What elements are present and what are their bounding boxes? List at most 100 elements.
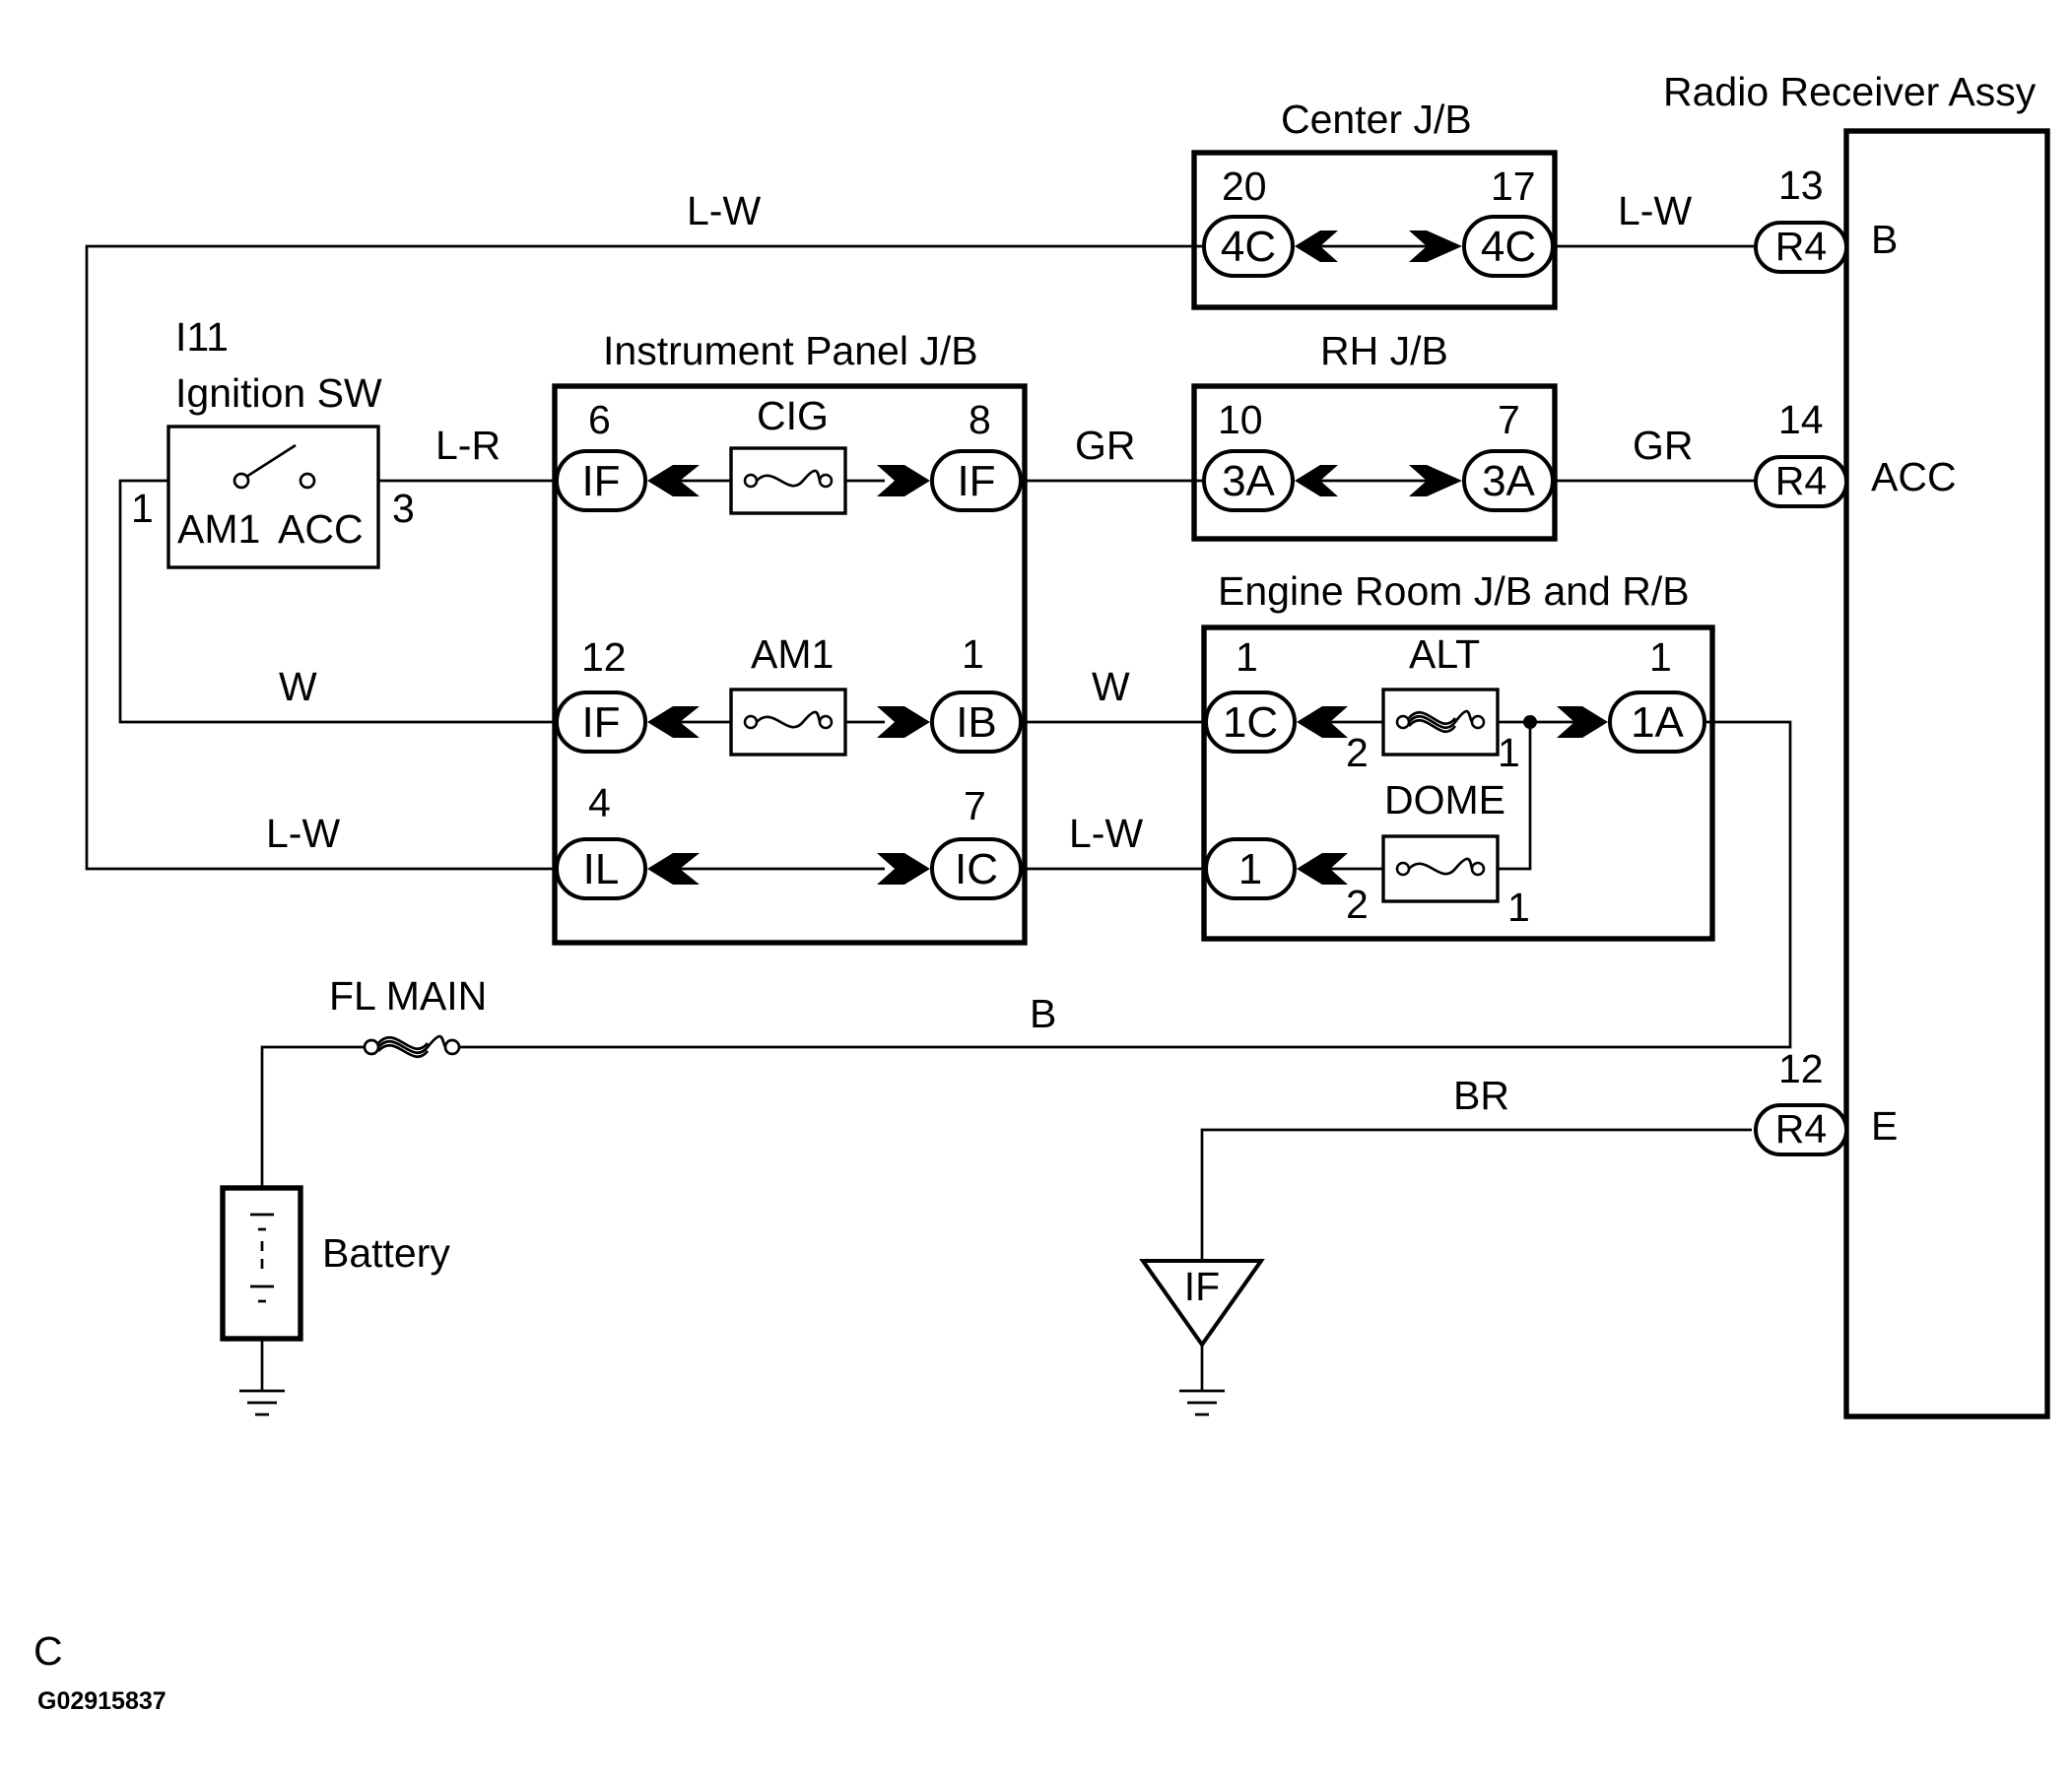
connector-label: R4 bbox=[1775, 224, 1827, 269]
er-row1-right: 1A bbox=[1631, 698, 1684, 747]
connector-arrow bbox=[877, 465, 930, 496]
wire-w-left bbox=[118, 479, 555, 724]
ip-row2-fuse-label: AM1 bbox=[751, 631, 834, 677]
connector-pill bbox=[555, 691, 647, 754]
center-jb-title: Center J/B bbox=[1281, 97, 1472, 142]
rh-jb-pin-right: 7 bbox=[1498, 397, 1520, 442]
radio-pin-b: B bbox=[1871, 217, 1898, 262]
ground-connector: IF bbox=[1139, 1259, 1265, 1416]
connector-number: 12 bbox=[1778, 1046, 1824, 1091]
center-jb: Center J/B 20 17 4C 4C bbox=[1191, 97, 1558, 310]
ip-row3-right-num: 7 bbox=[964, 783, 986, 828]
radio-connector-12: 12 R4 bbox=[1754, 1046, 1848, 1156]
connector-pill bbox=[1754, 221, 1848, 274]
ip-jb-box bbox=[552, 383, 1028, 946]
connector-pill bbox=[1204, 691, 1297, 754]
connector-arrow bbox=[1297, 706, 1348, 738]
radio-receiver: Radio Receiver Assy B ACC E 13 R4 14 R4 … bbox=[1663, 69, 2050, 1419]
connector-pill bbox=[1754, 1103, 1848, 1156]
er-row2-fuse-pin-right: 1 bbox=[1507, 885, 1530, 930]
connector-pill bbox=[930, 837, 1023, 900]
rh-jb: RH J/B 10 7 3A 3A bbox=[1191, 328, 1558, 542]
radio-title: Radio Receiver Assy bbox=[1663, 69, 2037, 114]
connector-pill bbox=[1462, 449, 1555, 512]
fuse-cig-box bbox=[729, 446, 847, 515]
wires bbox=[85, 244, 1792, 1391]
rh-jb-box bbox=[1191, 383, 1558, 542]
connector-arrow bbox=[647, 465, 700, 496]
radio-receiver-box bbox=[1843, 128, 2050, 1419]
fuse-alt-box bbox=[1381, 688, 1500, 757]
connector-pill bbox=[1202, 449, 1295, 512]
radio-connector-13: 13 R4 bbox=[1754, 163, 1848, 274]
ground-triangle bbox=[1139, 1259, 1265, 1349]
ignition-switch: I11 Ignition SW 1 3 AM1 ACC bbox=[131, 314, 415, 569]
ip-row1-fuse-label: CIG bbox=[757, 393, 829, 438]
wire-label-lw-top: L-W bbox=[687, 188, 761, 233]
connector-number: 13 bbox=[1778, 163, 1824, 208]
connector-arrow bbox=[1297, 853, 1348, 885]
radio-connector-14: 14 R4 bbox=[1754, 397, 1848, 508]
wire-label-gr-1: GR bbox=[1075, 423, 1136, 468]
ignition-am1: AM1 bbox=[177, 506, 260, 552]
radio-pin-acc: ACC bbox=[1871, 454, 1957, 499]
ip-row1-right: IF bbox=[957, 457, 995, 505]
er-jb-box bbox=[1201, 625, 1715, 942]
connector-arrow bbox=[1295, 230, 1338, 262]
connector-arrow bbox=[877, 706, 930, 738]
connector-pill bbox=[555, 449, 647, 512]
wire-b bbox=[453, 720, 1792, 1049]
ground-connector-label: IF bbox=[1184, 1264, 1220, 1309]
er-row1-right-num: 1 bbox=[1649, 634, 1672, 680]
wire-b-batt bbox=[260, 1045, 369, 1188]
fl-main-fuse: FL MAIN bbox=[329, 973, 487, 1059]
connector-pill bbox=[1204, 837, 1297, 900]
wire-label-lw-radio: L-W bbox=[1618, 188, 1692, 233]
er-row2-left: 1 bbox=[1238, 845, 1262, 893]
center-jb-connector-right: 4C bbox=[1481, 223, 1536, 271]
ip-row3-left-num: 4 bbox=[588, 780, 611, 825]
er-row1-fuse-pin-left: 2 bbox=[1346, 730, 1369, 775]
fusible-link-icon bbox=[1395, 709, 1486, 734]
ip-row1-left-num: 6 bbox=[588, 397, 611, 442]
ip-row2-left-num: 12 bbox=[581, 634, 627, 680]
ip-row3-right: IC bbox=[955, 845, 998, 893]
center-jb-pin-left: 20 bbox=[1222, 164, 1267, 209]
connector-arrow bbox=[647, 706, 700, 738]
connector-pill bbox=[555, 837, 647, 900]
fuse-icon bbox=[1395, 857, 1486, 877]
rh-jb-connector-right: 3A bbox=[1482, 457, 1535, 505]
ignition-title: Ignition SW bbox=[175, 370, 382, 416]
ignition-id: I11 bbox=[175, 314, 229, 360]
center-jb-box bbox=[1191, 150, 1558, 310]
ip-jb-title: Instrument Panel J/B bbox=[603, 328, 978, 373]
wire-label-lr: L-R bbox=[435, 423, 501, 468]
instrument-panel-jb: Instrument Panel J/B 6 8 CIG IF IF 12 1 … bbox=[552, 328, 1028, 946]
connector-pill bbox=[930, 449, 1023, 512]
er-row2-fuse-label: DOME bbox=[1384, 777, 1505, 823]
ip-row3-left: IL bbox=[583, 845, 620, 893]
wire-labels: L-W L-W L-R GR GR W W L-W L-W B BR bbox=[266, 188, 1694, 1118]
wire-label-gr-2: GR bbox=[1633, 423, 1694, 468]
rh-jb-title: RH J/B bbox=[1320, 328, 1448, 373]
ignition-pin1: 1 bbox=[131, 486, 154, 531]
connector-number: 14 bbox=[1778, 397, 1824, 442]
connector-pill bbox=[1462, 215, 1555, 278]
wire-label-w-mid: W bbox=[1092, 664, 1130, 709]
ip-row1-left: IF bbox=[581, 457, 620, 505]
wire-label-lw-left: L-W bbox=[266, 811, 340, 856]
connector-pill bbox=[1754, 455, 1848, 508]
ignition-pin3: 3 bbox=[392, 486, 415, 531]
switch-contact bbox=[233, 472, 250, 490]
fuse-icon bbox=[743, 469, 834, 489]
connector-label: R4 bbox=[1775, 1106, 1827, 1152]
center-jb-pin-right: 17 bbox=[1491, 164, 1536, 209]
ignition-box bbox=[167, 425, 380, 569]
er-row1-left-num: 1 bbox=[1236, 634, 1258, 680]
connector-arrow bbox=[1409, 465, 1462, 496]
battery: Battery bbox=[220, 1185, 450, 1416]
er-row1-fuse-pin-right: 1 bbox=[1498, 730, 1520, 775]
connector-pill bbox=[1608, 691, 1706, 754]
fuse-dome-box bbox=[1381, 834, 1500, 903]
